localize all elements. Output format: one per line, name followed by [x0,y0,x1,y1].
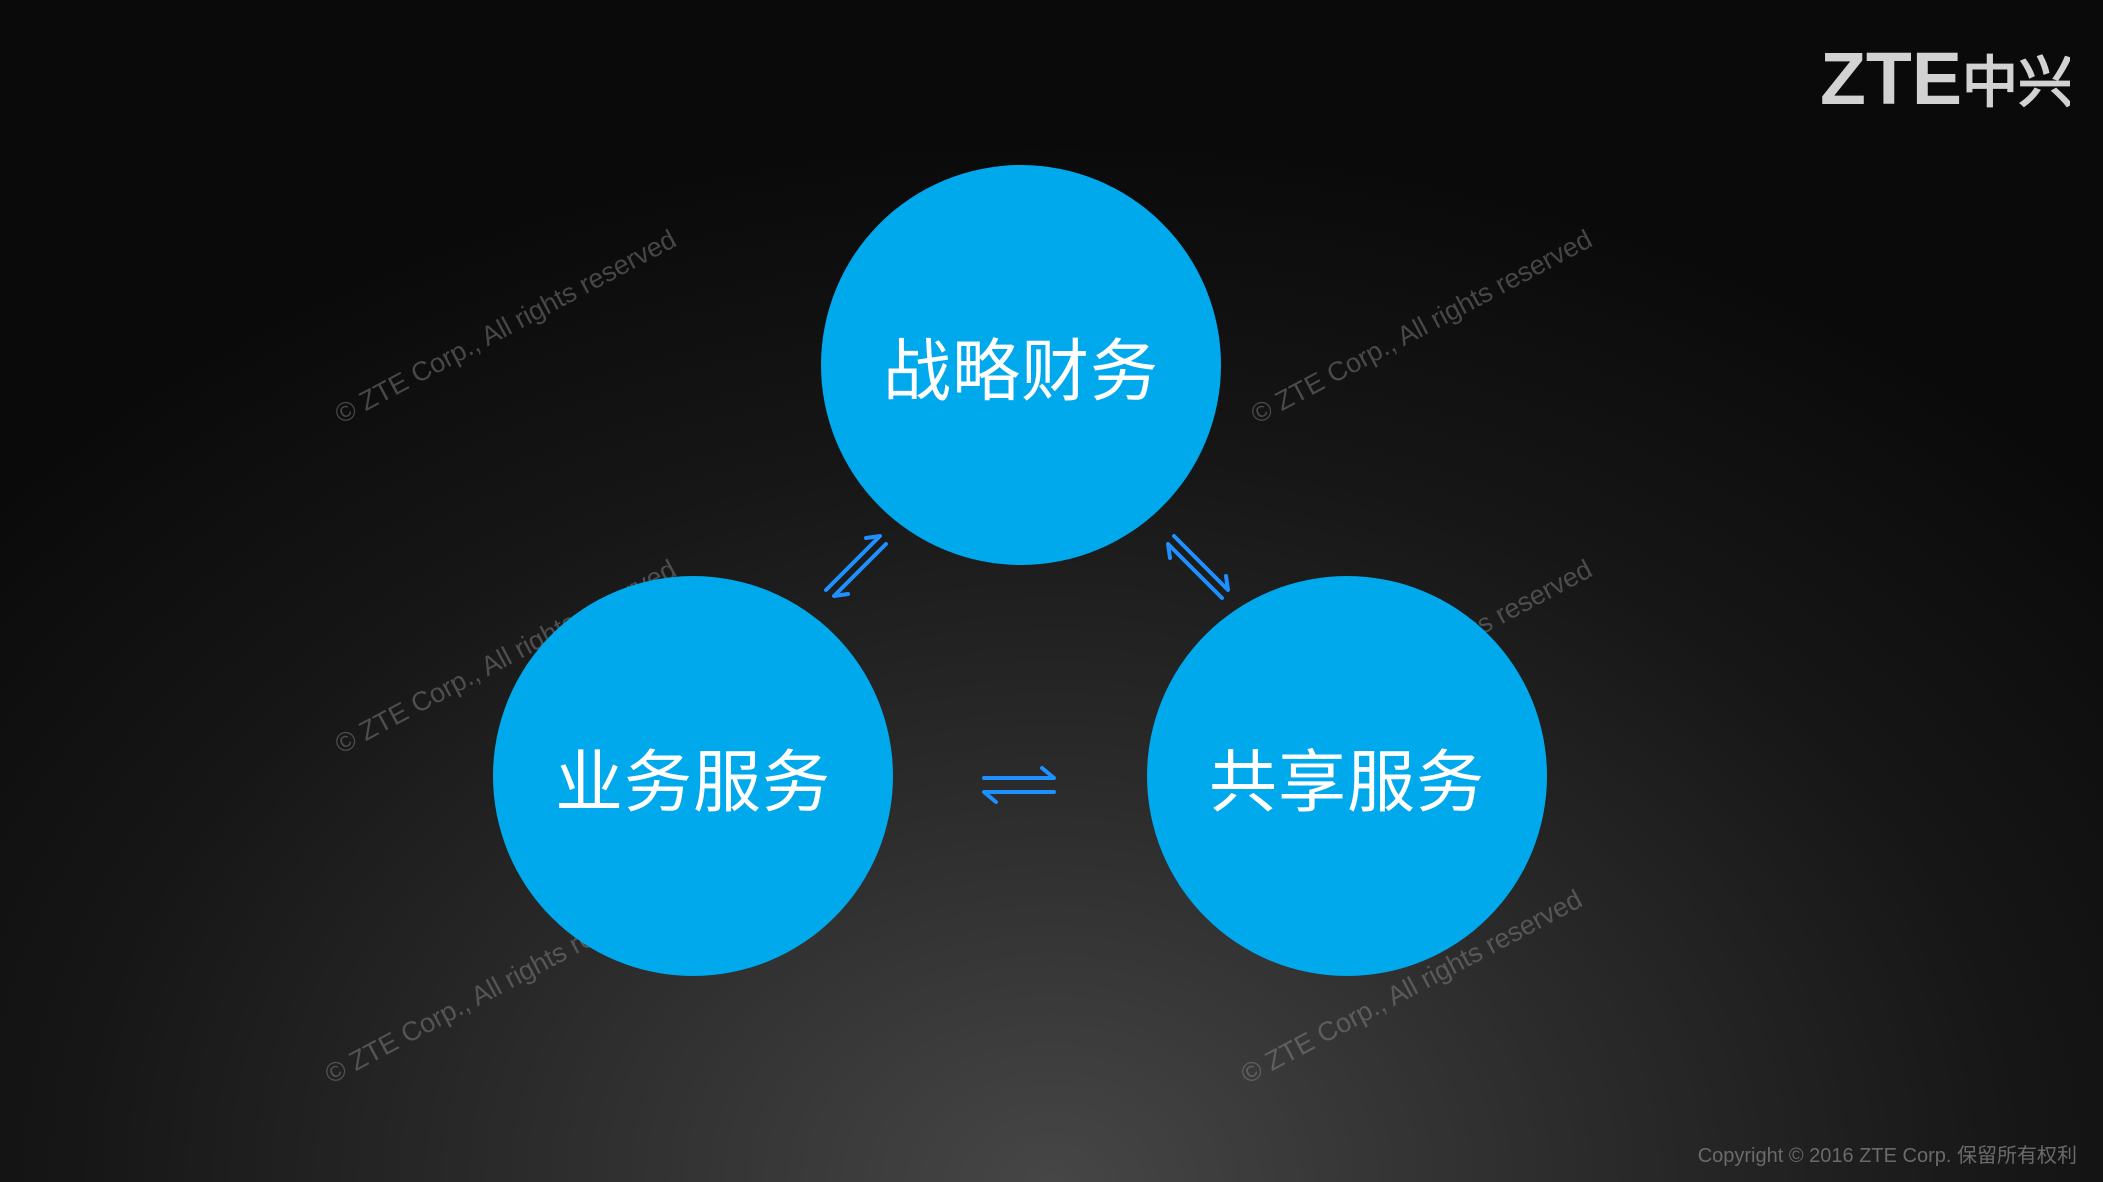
watermark-1: © ZTE Corp., All rights reserved [330,223,681,430]
shared-service-label: 共享服务 [1208,743,1485,823]
zte-logo-latin: ZTE [1820,37,1962,120]
business-service-label: 业务服务 [554,743,831,823]
zte-logo: ZTE 中兴 [1820,37,2070,120]
bidirectional-arrow-top-right [1166,534,1230,600]
bidirectional-arrow-left-right [982,766,1056,804]
shared-service-node: 共享服务 [1147,576,1547,976]
strategic-finance-label: 战略财务 [882,332,1159,412]
watermark-2: © ZTE Corp., All rights reserved [1246,223,1597,430]
strategic-finance-node: 战略财务 [821,165,1221,565]
business-service-node: 业务服务 [493,576,893,976]
zte-logo-cjk: 中兴 [1962,51,2070,116]
bidirectional-arrow-left-top [824,534,888,598]
copyright-footer: Copyright © 2016 ZTE Corp. 保留所有权利 [1697,1145,2077,1167]
